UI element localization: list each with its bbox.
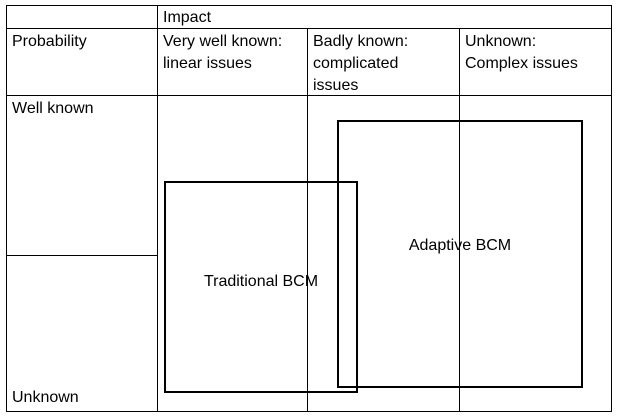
- traditional-bcm-region: Traditional BCM: [164, 181, 358, 393]
- probability-level-unknown: Unknown: [12, 389, 79, 406]
- impact-level-unknown: Unknown: Complex issues: [465, 33, 578, 72]
- probability-column-divider: [157, 6, 158, 411]
- column-header-row-divider: [7, 95, 611, 96]
- impact-column-divider-1: [307, 28, 308, 411]
- probability-row-divider: [7, 255, 157, 256]
- impact-level-very-well-known: Very well known: linear issues: [163, 33, 283, 72]
- probability-axis-label: Probability: [12, 33, 87, 50]
- adaptive-bcm-region: Adaptive BCM: [337, 120, 583, 388]
- traditional-bcm-label: Traditional BCM: [203, 273, 319, 290]
- impact-header-row-divider: [7, 28, 611, 29]
- impact-column-divider-2: [459, 28, 460, 411]
- impact-level-badly-known: Badly known: complicated issues: [313, 33, 409, 94]
- adaptive-bcm-label: Adaptive BCM: [408, 237, 512, 254]
- probability-level-well-known: Well known: [12, 100, 94, 117]
- impact-axis-label: Impact: [163, 9, 212, 26]
- impact-probability-table: Impact Probability Very well known: line…: [6, 5, 612, 412]
